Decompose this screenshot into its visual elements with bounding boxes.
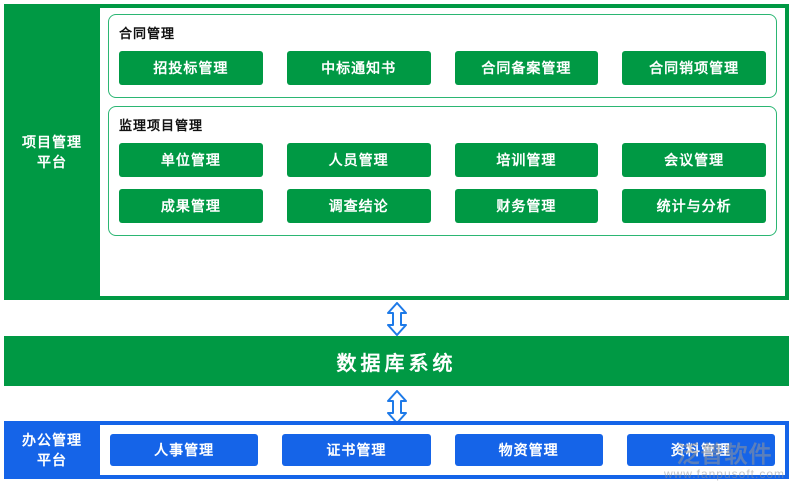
node-hr-management[interactable]: 人事管理	[110, 434, 259, 466]
office-management-platform-label: 办公管理 平台	[4, 421, 100, 479]
office-nodes-container: 人事管理 证书管理 物资管理 资料管理	[100, 425, 785, 475]
node-material-management[interactable]: 物资管理	[454, 434, 603, 466]
database-system-label: 数据库系统	[336, 352, 457, 375]
node-personnel-management[interactable]: 人员管理	[286, 143, 431, 177]
group-contract-management: 合同管理 招投标管理 中标通知书 合同备案管理 合同销项管理	[108, 14, 777, 98]
project-management-platform-label: 项目管理 平台	[4, 4, 100, 300]
database-system-bar: 数据库系统	[4, 336, 789, 386]
node-finance-management[interactable]: 财务管理	[454, 189, 599, 223]
node-contract-filing-management[interactable]: 合同备案管理	[454, 51, 599, 85]
node-unit-management[interactable]: 单位管理	[119, 143, 263, 177]
platform-label-line2: 平台	[37, 154, 67, 170]
project-management-platform-block: 项目管理 平台 合同管理 招投标管理 中标通知书 合同备案管理 合同销项管理 监…	[4, 4, 789, 300]
supervision-node-row-2: 成果管理 调查结论 财务管理 统计与分析	[119, 189, 766, 223]
node-meeting-management[interactable]: 会议管理	[622, 143, 766, 177]
node-winning-notice[interactable]: 中标通知书	[286, 51, 431, 85]
supervision-node-row-1: 单位管理 人员管理 培训管理 会议管理	[119, 143, 766, 177]
node-certificate-management[interactable]: 证书管理	[282, 434, 431, 466]
node-statistics-and-analysis[interactable]: 统计与分析	[622, 189, 766, 223]
platform-label-line1: 项目管理	[22, 134, 82, 150]
node-survey-conclusion[interactable]: 调查结论	[286, 189, 431, 223]
group-title-supervision: 监理项目管理	[119, 118, 204, 133]
office-management-platform-block: 办公管理 平台 人事管理 证书管理 物资管理 资料管理	[4, 421, 789, 479]
office-label-line1: 办公管理	[22, 432, 82, 448]
group-title-contract: 合同管理	[119, 26, 176, 41]
node-training-management[interactable]: 培训管理	[454, 143, 599, 177]
node-document-management[interactable]: 资料管理	[626, 434, 775, 466]
double-arrow-up-down-icon-bottom	[385, 390, 409, 424]
platform-groups-container: 合同管理 招投标管理 中标通知书 合同备案管理 合同销项管理 监理项目管理 单位…	[100, 8, 785, 296]
double-arrow-up-down-icon-top	[385, 302, 409, 336]
node-bidding-management[interactable]: 招投标管理	[119, 51, 263, 85]
group-supervision-project-management: 监理项目管理 单位管理 人员管理 培训管理 会议管理 成果管理 调查结论 财务管…	[108, 106, 777, 236]
node-achievement-management[interactable]: 成果管理	[119, 189, 263, 223]
contract-node-row-1: 招投标管理 中标通知书 合同备案管理 合同销项管理	[119, 51, 766, 85]
node-contract-sales-management[interactable]: 合同销项管理	[622, 51, 766, 85]
office-label-line2: 平台	[37, 452, 67, 468]
